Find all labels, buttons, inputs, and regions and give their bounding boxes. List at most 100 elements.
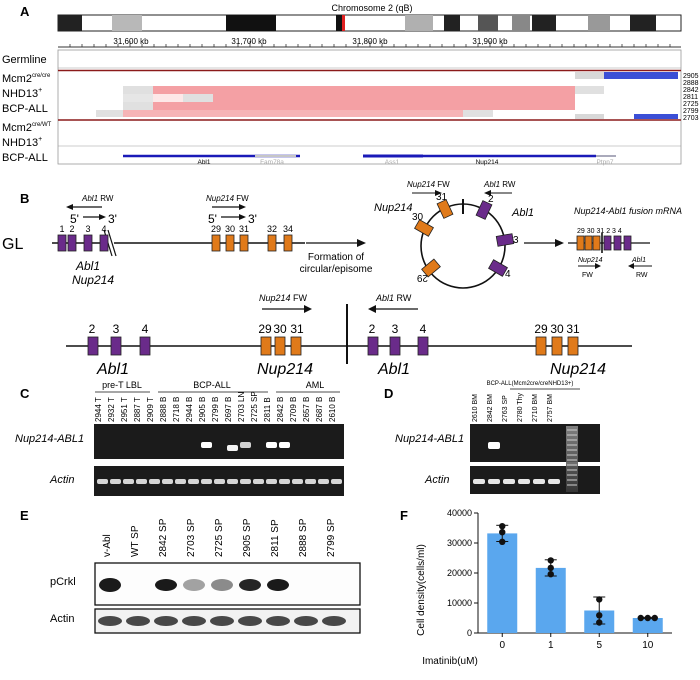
cnv-partial-segment	[123, 94, 153, 102]
group2-labels: Mcm2cre/WT NHD13+ BCP-ALL	[2, 122, 52, 164]
pcr-band	[240, 442, 251, 448]
cnv-track-panel	[57, 49, 682, 165]
actin-band	[294, 616, 318, 626]
data-point	[651, 614, 658, 622]
lane-label: 2610 B	[328, 397, 337, 422]
lane-label: 2811 SP	[270, 519, 281, 557]
exon-number: 2	[69, 224, 74, 234]
abl1-exon-box	[110, 336, 122, 356]
lane-label: 2780 Thy	[517, 392, 524, 422]
episome-to-fusion-arrow	[524, 239, 564, 247]
abl1-exon-box	[623, 235, 632, 251]
nup214-abl1-row-label: Nup214-ABL1	[395, 433, 464, 445]
sample-id: 2703	[683, 115, 699, 122]
exon-number: 2	[89, 322, 96, 336]
x-tick-label: 0	[499, 640, 505, 651]
abl1-rw-primer: Abl1 RW	[66, 194, 114, 210]
gene-label-nup214: Nup214	[476, 159, 499, 166]
actin-band	[473, 479, 485, 484]
exon-number: 4	[101, 224, 106, 234]
svg-text:Mcm2cre/WT: Mcm2cre/WT	[2, 122, 52, 134]
primer-direction: RW	[98, 194, 114, 203]
exon-number: 31	[290, 322, 304, 336]
primer-direction: RW	[394, 293, 412, 303]
fw-label: FW	[582, 272, 593, 279]
lane-label: 2799 B	[211, 397, 220, 422]
actin-band	[175, 479, 186, 484]
abl1-exon-box	[603, 235, 612, 251]
nhd13-genotype: +	[38, 136, 42, 143]
pcrkl-band	[267, 579, 289, 591]
pcr-band	[488, 442, 500, 449]
lane-label: 2944 B	[185, 397, 194, 422]
cnv-partial-segment	[153, 94, 183, 102]
actin-band	[162, 479, 173, 484]
pcrkl-band	[155, 579, 177, 591]
actin-band	[188, 479, 199, 484]
lane-label: 2887 T	[133, 397, 142, 422]
germline-locus: 1 2 3 4 29 30 31 32 34	[52, 224, 305, 257]
cnv-partial-segment	[463, 110, 493, 117]
process-arrow: Formation of circular/episome	[300, 239, 373, 275]
abl1-exon-box	[417, 336, 429, 356]
ladder-lane	[566, 426, 578, 492]
lane-label: 2811 B	[263, 397, 272, 422]
exon-number: 30	[550, 322, 564, 336]
primer-direction: RW	[500, 180, 516, 189]
bar	[535, 567, 566, 633]
cnv-partial-segment	[96, 110, 123, 117]
panel-d-label: D	[384, 386, 393, 401]
abl1-exon-box	[87, 336, 99, 356]
panel-d-header: BCP-ALL(Mcm2cre/creNHD13+)	[487, 381, 574, 387]
actin-row-label: Actin	[424, 474, 449, 486]
cnv-loss-segment	[123, 110, 463, 117]
scale-label: 31,600 kb	[113, 37, 149, 46]
data-point	[644, 614, 651, 622]
sample-id: 2842	[683, 87, 699, 94]
abl1-gene-label: Abl1	[75, 259, 100, 273]
chromosome-title: Chromosome 2 (qB)	[331, 3, 412, 13]
svg-text:Mcm2cre/cre: Mcm2cre/cre	[2, 73, 51, 85]
nup214-exon-box	[239, 234, 249, 252]
actin-band	[518, 479, 530, 484]
bar	[487, 533, 518, 633]
panel-c-groups: pre-T LBL BCP-ALL AML	[95, 380, 340, 393]
nup214-strand: 5' 3'	[208, 212, 257, 226]
cnv-partial-segment	[183, 94, 213, 102]
lane-label: 2842 SP	[158, 518, 169, 557]
lane-label: v-Abl	[102, 534, 113, 557]
three-prime-label: 3'	[108, 212, 117, 226]
x-axis-label: Imatinib(uM)	[422, 656, 478, 667]
y-tick-label: 20000	[447, 568, 472, 578]
svg-text:Abl1 RW: Abl1 RW	[81, 194, 114, 203]
fusion-exon-numbers: 29 30 31 2 3 4	[577, 228, 622, 235]
exon-number: 30	[273, 322, 287, 336]
lane-label: 2799 SP	[326, 518, 337, 557]
gene-label-fam78a: Fam78a	[260, 159, 284, 166]
panel-b-label: B	[20, 191, 29, 206]
bcp-all-label: BCP-ALL	[2, 103, 48, 115]
nup214-exon-box	[211, 234, 221, 252]
cell-density-chart: Cell density(cells/ml) Imatinib(uM) 0100…	[416, 508, 672, 667]
scale-label: 31,900 kb	[472, 37, 508, 46]
actin-band	[548, 479, 560, 484]
actin-band	[123, 479, 134, 484]
panel-e-bands	[98, 578, 346, 626]
primer-gene: Nup214	[206, 194, 235, 203]
cnv-loss-segment	[153, 102, 575, 110]
lane-label: 2697 B	[224, 397, 233, 422]
actin-band	[331, 479, 342, 484]
exon-number: 4	[142, 322, 149, 336]
fusion-title: Nup214-Abl1 fusion mRNA	[574, 206, 682, 216]
process-label: circular/episome	[300, 264, 373, 275]
x-tick-label: 10	[642, 640, 654, 651]
abl1-exon-box	[139, 336, 151, 356]
exon-number: 31	[436, 192, 448, 203]
nhd13-label: NHD13	[2, 137, 38, 149]
cnv-partial-segment	[575, 72, 604, 79]
actin-band	[149, 479, 160, 484]
svg-text:Nup214 FW: Nup214 FW	[259, 293, 308, 303]
abl1-exon-box	[475, 200, 493, 220]
scale-label: 31,700 kb	[231, 37, 267, 46]
